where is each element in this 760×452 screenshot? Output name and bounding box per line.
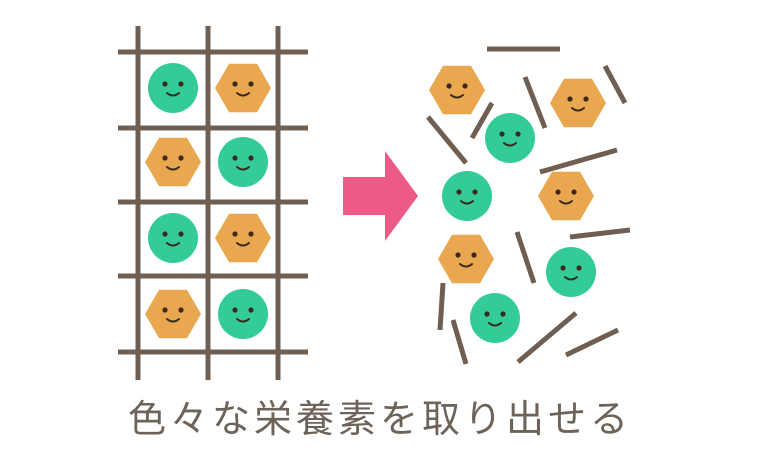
orange-hexagon-smiley-icon xyxy=(145,137,201,187)
wall-fragment xyxy=(522,76,548,129)
green-circle-smiley-icon xyxy=(148,63,198,113)
wall-fragment xyxy=(516,311,578,364)
wall-fragment xyxy=(569,227,631,240)
green-circle-smiley-icon xyxy=(148,213,198,263)
orange-hexagon-smiley-icon xyxy=(145,289,201,339)
diagram-canvas xyxy=(118,26,631,380)
released-nutrients xyxy=(429,65,606,343)
wall-fragment xyxy=(514,231,537,284)
arrow-shape xyxy=(343,151,418,241)
green-circle-smiley-icon xyxy=(470,293,520,343)
broken-cell-wall-fragments xyxy=(426,46,631,365)
wall-fragment xyxy=(426,115,468,165)
caption-text: 色々な栄養素を取り出せる xyxy=(127,397,632,441)
orange-hexagon-smiley-icon xyxy=(429,65,485,115)
green-circle-smiley-icon xyxy=(218,137,268,187)
green-circle-smiley-icon xyxy=(485,113,535,163)
wall-fragment xyxy=(539,147,618,175)
green-circle-smiley-icon xyxy=(546,247,596,297)
wall-fragment xyxy=(437,282,446,331)
green-circle-smiley-icon xyxy=(218,289,268,339)
wall-fragment xyxy=(602,64,628,105)
arrow-icon xyxy=(343,151,418,241)
orange-hexagon-smiley-icon xyxy=(215,213,271,263)
wall-fragment xyxy=(469,101,495,140)
cell-wall-grid xyxy=(118,26,308,380)
trapped-nutrients xyxy=(145,63,271,339)
orange-hexagon-smiley-icon xyxy=(438,234,494,284)
wall-fragment xyxy=(450,319,469,365)
orange-hexagon-smiley-icon xyxy=(550,78,606,128)
wall-fragment xyxy=(564,327,620,358)
orange-hexagon-smiley-icon xyxy=(538,171,594,221)
orange-hexagon-smiley-icon xyxy=(215,63,271,113)
green-circle-smiley-icon xyxy=(442,171,492,221)
